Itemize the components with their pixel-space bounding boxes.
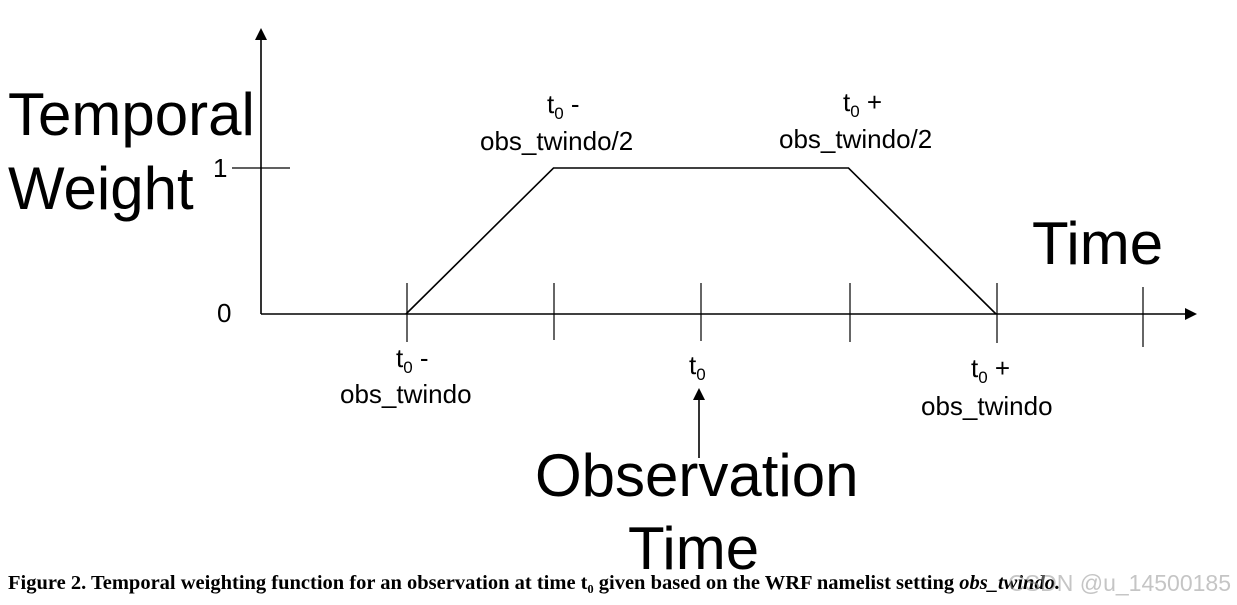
y-axis-label-line1: Temporal: [8, 81, 255, 148]
observation-label-line1: Observation: [535, 442, 859, 509]
y-tick-label-0: 0: [217, 298, 231, 328]
window-start-label-line2: obs_twindo: [340, 379, 472, 409]
caption-italic: obs_twindo.: [959, 572, 1061, 594]
x-axis-label: Time: [1032, 210, 1163, 277]
y-axis-label-line2: Weight: [8, 155, 194, 222]
fall-point-label-line1: t0 +: [843, 87, 882, 121]
rise-point-label-line1: t0 -: [547, 89, 580, 123]
fall-point-label-line2: obs_twindo/2: [779, 124, 932, 154]
window-end-label-line1: t0 +: [971, 353, 1010, 387]
observation-time-label: t0: [689, 350, 706, 384]
caption-text: Figure 2. Temporal weighting function fo…: [8, 572, 960, 594]
window-end-label-line2: obs_twindo: [921, 391, 1053, 421]
weight-function-line: [405, 167, 997, 315]
rise-point-label-line2: obs_twindo/2: [480, 126, 633, 156]
figure-caption: Figure 2. Temporal weighting function fo…: [8, 572, 1060, 595]
window-start-label-line1: t0 -: [396, 343, 429, 377]
watermark: CSDN @u_14500185: [1008, 570, 1231, 596]
y-tick-label-1: 1: [213, 153, 227, 183]
observation-label-line2: Time: [628, 515, 759, 582]
